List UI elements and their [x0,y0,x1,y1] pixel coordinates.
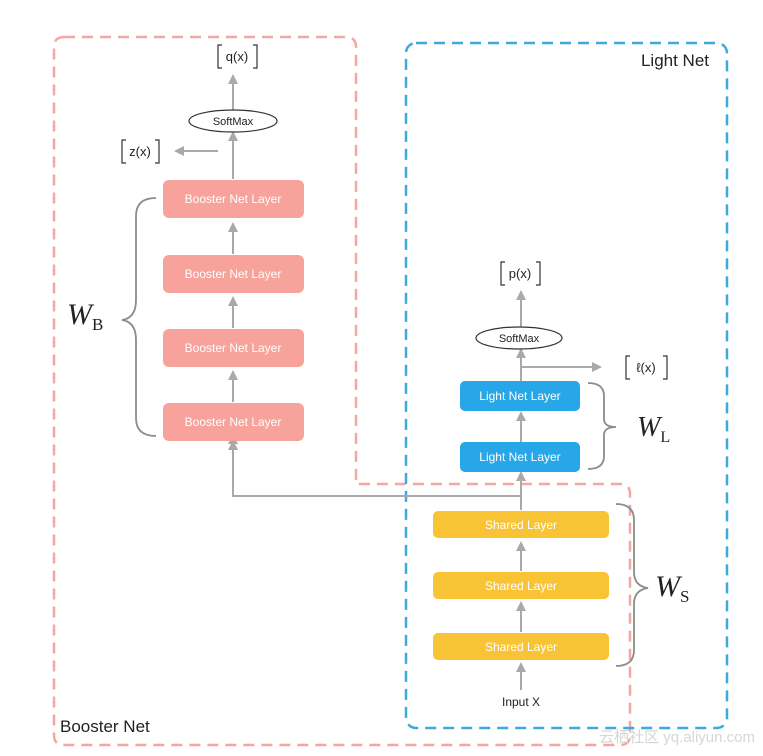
booster-net-title: Booster Net [60,717,150,736]
booster-output-qx: q(x) [217,44,258,69]
light-weight-brace [587,382,617,470]
booster-layer: Booster Net Layer [163,255,304,293]
svg-text:z(x): z(x) [129,144,151,159]
svg-text:p(x): p(x) [509,266,531,281]
svg-text:q(x): q(x) [226,49,248,64]
svg-text:Booster Net Layer: Booster Net Layer [185,192,282,206]
svg-text:Booster Net Layer: Booster Net Layer [185,341,282,355]
shared-layer: Shared Layer [433,511,609,538]
svg-text:Shared Layer: Shared Layer [485,579,557,593]
booster-weight-label: WB [67,298,103,334]
svg-text:ℓ(x): ℓ(x) [636,360,655,375]
light-weight-label: WL [637,412,670,446]
light-net-layer: Light Net Layer [460,442,580,472]
booster-layer: Booster Net Layer [163,403,304,441]
light-output-lx: ℓ(x) [625,355,668,380]
svg-text:SoftMax: SoftMax [213,116,254,128]
light-net-boundary [404,41,729,730]
shared-weight-brace [615,503,649,667]
shared-to-booster-connector [228,440,521,497]
svg-text:Shared Layer: Shared Layer [485,518,557,532]
light-net-title: Light Net [641,51,709,70]
svg-text:Light Net Layer: Light Net Layer [479,389,560,403]
svg-text:SoftMax: SoftMax [499,333,540,345]
booster-weight-brace [121,197,157,437]
input-x-label: Input X [502,695,540,709]
svg-text:Shared Layer: Shared Layer [485,640,557,654]
svg-text:Booster Net Layer: Booster Net Layer [185,415,282,429]
booster-output-zx: z(x) [121,139,160,164]
shared-weight-label: WS [655,570,689,606]
booster-net-boundary [52,35,632,747]
light-softmax: SoftMax [475,326,563,350]
svg-text:Booster Net Layer: Booster Net Layer [185,267,282,281]
booster-layer: Booster Net Layer [163,329,304,367]
svg-text:Light Net Layer: Light Net Layer [479,450,560,464]
shared-layer: Shared Layer [433,633,609,660]
booster-layer: Booster Net Layer [163,180,304,218]
booster-softmax: SoftMax [188,109,278,133]
shared-layer: Shared Layer [433,572,609,599]
light-net-layer: Light Net Layer [460,381,580,411]
light-output-px: p(x) [500,261,541,286]
watermark: 云栖社区 yq.aliyun.com [599,729,755,746]
